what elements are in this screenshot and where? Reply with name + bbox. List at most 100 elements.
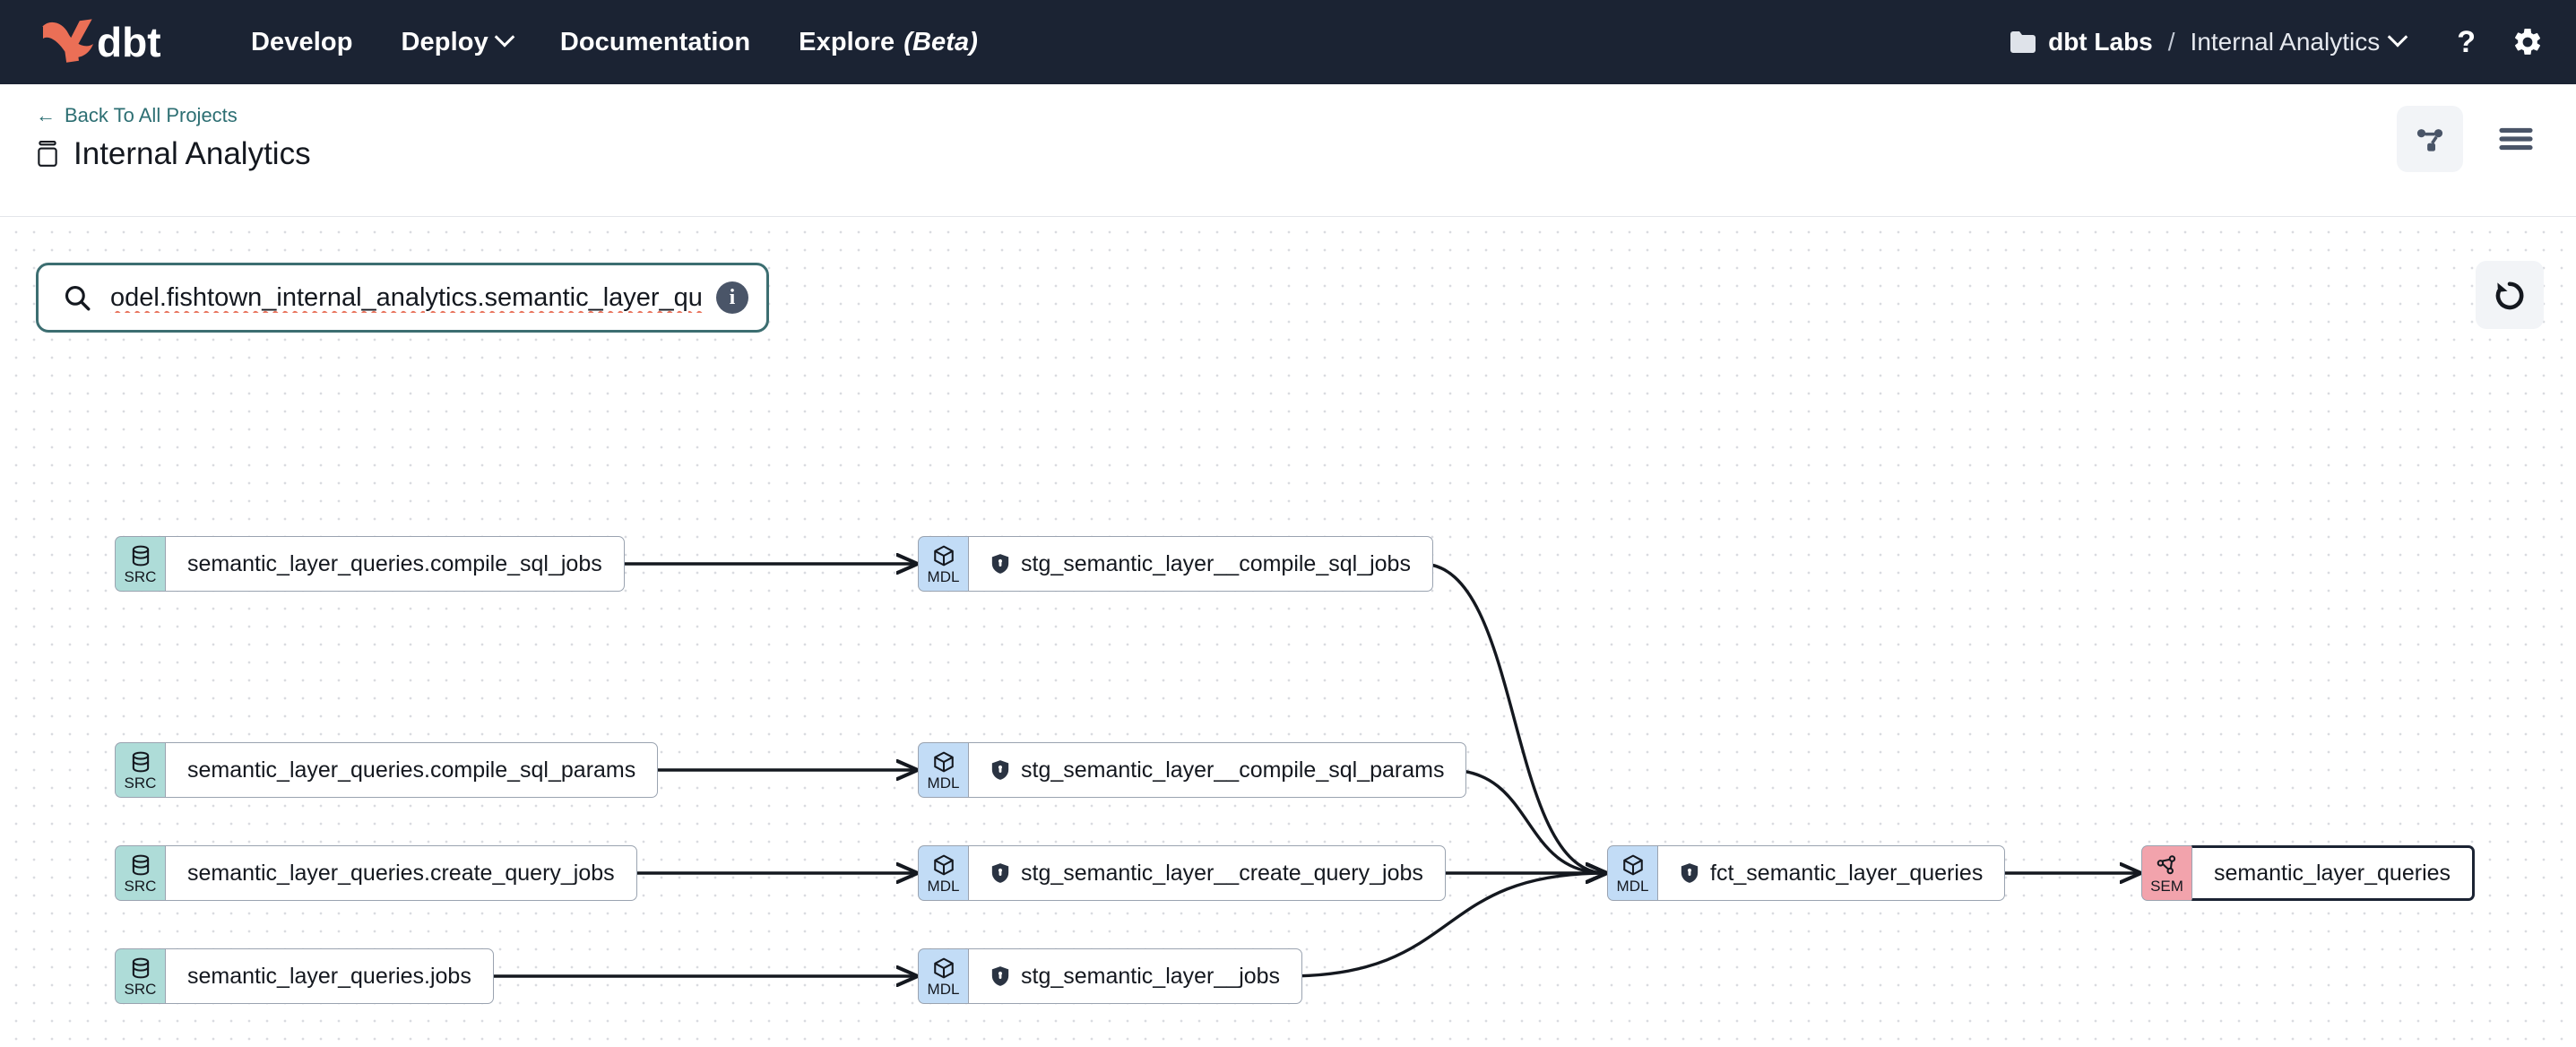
node-body[interactable]: semantic_layer_queries.compile_sql_jobs xyxy=(165,536,625,592)
node-label: stg_semantic_layer__jobs xyxy=(1021,963,1281,989)
search-input[interactable]: odel.fishtown_internal_analytics.semanti… xyxy=(110,282,704,312)
info-icon[interactable]: i xyxy=(716,281,748,314)
node-label: semantic_layer_queries.jobs xyxy=(187,963,471,989)
lineage-node-sem-semantic-layer-queries[interactable]: SEM semantic_layer_queries xyxy=(2141,845,2476,901)
project-selector[interactable]: Internal Analytics xyxy=(2191,27,2408,56)
node-body[interactable]: stg_semantic_layer__jobs xyxy=(968,948,1303,1004)
chevron-down-icon xyxy=(2387,27,2408,48)
node-type-label: MDL xyxy=(927,568,960,585)
nav-link-explore-beta-tag: (Beta) xyxy=(903,27,979,56)
hamburger-menu-icon xyxy=(2499,127,2533,151)
nav-link-deploy-label: Deploy xyxy=(401,27,488,56)
cube-icon xyxy=(1621,852,1645,878)
shield-lock-icon xyxy=(990,862,1010,884)
shield-lock-icon xyxy=(990,759,1010,781)
node-type-label: MDL xyxy=(1616,878,1649,895)
nav-separator: / xyxy=(2167,28,2175,56)
node-type-badge-sem: SEM xyxy=(2141,845,2191,901)
share-nodes-icon xyxy=(2416,129,2443,151)
primary-nav-links: Develop Deploy Documentation Explore (Be… xyxy=(251,27,978,57)
database-icon xyxy=(129,852,152,878)
nav-link-develop[interactable]: Develop xyxy=(251,28,353,57)
database-icon xyxy=(38,141,57,167)
node-body[interactable]: fct_semantic_layer_queries xyxy=(1657,845,2006,901)
shield-lock-icon xyxy=(990,553,1010,575)
reset-rotate-icon xyxy=(2495,281,2524,310)
node-type-badge-src: SRC xyxy=(115,742,165,798)
semantic-model-icon xyxy=(2156,852,2179,878)
lineage-edge xyxy=(1421,562,1605,873)
nav-link-develop-label: Develop xyxy=(251,27,353,56)
lineage-edges xyxy=(487,218,2576,1047)
search-bar[interactable]: odel.fishtown_internal_analytics.semanti… xyxy=(36,263,769,333)
node-body[interactable]: stg_semantic_layer__create_query_jobs xyxy=(968,845,1446,901)
node-type-label: MDL xyxy=(927,774,960,792)
svg-text:dbt: dbt xyxy=(97,19,161,65)
back-to-all-projects-label: Back To All Projects xyxy=(65,104,238,126)
project-subheader: ← Back To All Projects Internal Analytic… xyxy=(0,84,2576,217)
node-type-badge-src: SRC xyxy=(115,536,165,592)
account-name: dbt Labs xyxy=(2048,28,2153,56)
lineage-node-mdl-stg-jobs[interactable]: MDL stg_semantic_layer__jobs xyxy=(918,948,1303,1004)
node-type-badge-mdl: MDL xyxy=(918,742,968,798)
dbt-logo[interactable]: dbt xyxy=(39,17,199,67)
node-type-badge-mdl: MDL xyxy=(918,948,968,1004)
back-to-all-projects-link[interactable]: ← Back To All Projects xyxy=(36,104,238,127)
nav-link-documentation[interactable]: Documentation xyxy=(560,28,750,57)
shield-lock-icon xyxy=(990,965,1010,987)
node-label: stg_semantic_layer__create_query_jobs xyxy=(1021,860,1423,886)
page-title: Internal Analytics xyxy=(36,136,311,172)
nav-link-deploy[interactable]: Deploy xyxy=(401,27,515,57)
lineage-node-mdl-stg-create-query-jobs[interactable]: MDL stg_semantic_layer__create_query_jobs xyxy=(918,845,1446,901)
lineage-node-mdl-fct-semantic-layer-queries[interactable]: MDL fct_semantic_layer_queries xyxy=(1607,845,2006,901)
subheader-actions xyxy=(2397,106,2549,172)
nav-link-explore[interactable]: Explore (Beta) xyxy=(799,28,978,57)
node-body[interactable]: semantic_layer_queries.create_query_jobs xyxy=(165,845,637,901)
lineage-node-mdl-stg-compile-sql-params[interactable]: MDL stg_semantic_layer__compile_sql_param… xyxy=(918,742,1467,798)
reset-view-button[interactable] xyxy=(2476,261,2544,329)
folder-icon xyxy=(2010,31,2036,53)
lineage-node-src-create-query-jobs[interactable]: SRC semantic_layer_queries.create_query_j… xyxy=(115,845,637,901)
node-type-badge-src: SRC xyxy=(115,845,165,901)
lineage-node-src-jobs[interactable]: SRC semantic_layer_queries.jobs xyxy=(115,948,494,1004)
node-body[interactable]: stg_semantic_layer__compile_sql_jobs xyxy=(968,536,1433,592)
shield-lock-icon xyxy=(1680,862,1699,884)
node-type-label: SRC xyxy=(124,878,157,895)
node-type-label: MDL xyxy=(927,981,960,998)
gear-icon[interactable] xyxy=(2511,26,2544,58)
nav-right-cluster: dbt Labs / Internal Analytics ? xyxy=(2010,26,2544,58)
lineage-edge xyxy=(1448,768,1605,873)
database-icon xyxy=(129,956,152,981)
nav-link-explore-label: Explore xyxy=(799,27,895,56)
node-type-badge-mdl: MDL xyxy=(918,536,968,592)
lineage-edge xyxy=(1286,873,1605,978)
lineage-canvas[interactable]: odel.fishtown_internal_analytics.semanti… xyxy=(0,218,2576,1047)
chevron-down-icon xyxy=(494,27,515,48)
node-body[interactable]: semantic_layer_queries xyxy=(2191,845,2476,901)
node-body[interactable]: stg_semantic_layer__compile_sql_params xyxy=(968,742,1467,798)
cube-icon xyxy=(932,956,955,981)
page-title-text: Internal Analytics xyxy=(73,136,311,171)
database-icon xyxy=(129,543,152,568)
cube-icon xyxy=(932,852,955,878)
node-type-label: SRC xyxy=(124,981,157,998)
search-icon xyxy=(65,285,91,311)
lineage-node-mdl-stg-compile-sql-jobs[interactable]: MDL stg_semantic_layer__compile_sql_jobs xyxy=(918,536,1433,592)
menu-button[interactable] xyxy=(2483,106,2549,172)
lineage-graph-button[interactable] xyxy=(2397,106,2463,172)
node-body[interactable]: semantic_layer_queries.jobs xyxy=(165,948,494,1004)
help-icon[interactable]: ? xyxy=(2457,25,2476,59)
node-body[interactable]: semantic_layer_queries.compile_sql_param… xyxy=(165,742,659,798)
node-type-badge-src: SRC xyxy=(115,948,165,1004)
account-selector[interactable]: dbt Labs xyxy=(2010,28,2153,56)
node-type-badge-mdl: MDL xyxy=(918,845,968,901)
node-type-label: MDL xyxy=(927,878,960,895)
node-label: stg_semantic_layer__compile_sql_params xyxy=(1021,757,1445,783)
node-label: semantic_layer_queries xyxy=(2214,860,2451,886)
cube-icon xyxy=(932,543,955,568)
node-label: semantic_layer_queries.create_query_jobs xyxy=(187,860,615,886)
database-icon xyxy=(129,749,152,774)
cube-icon xyxy=(932,749,955,774)
